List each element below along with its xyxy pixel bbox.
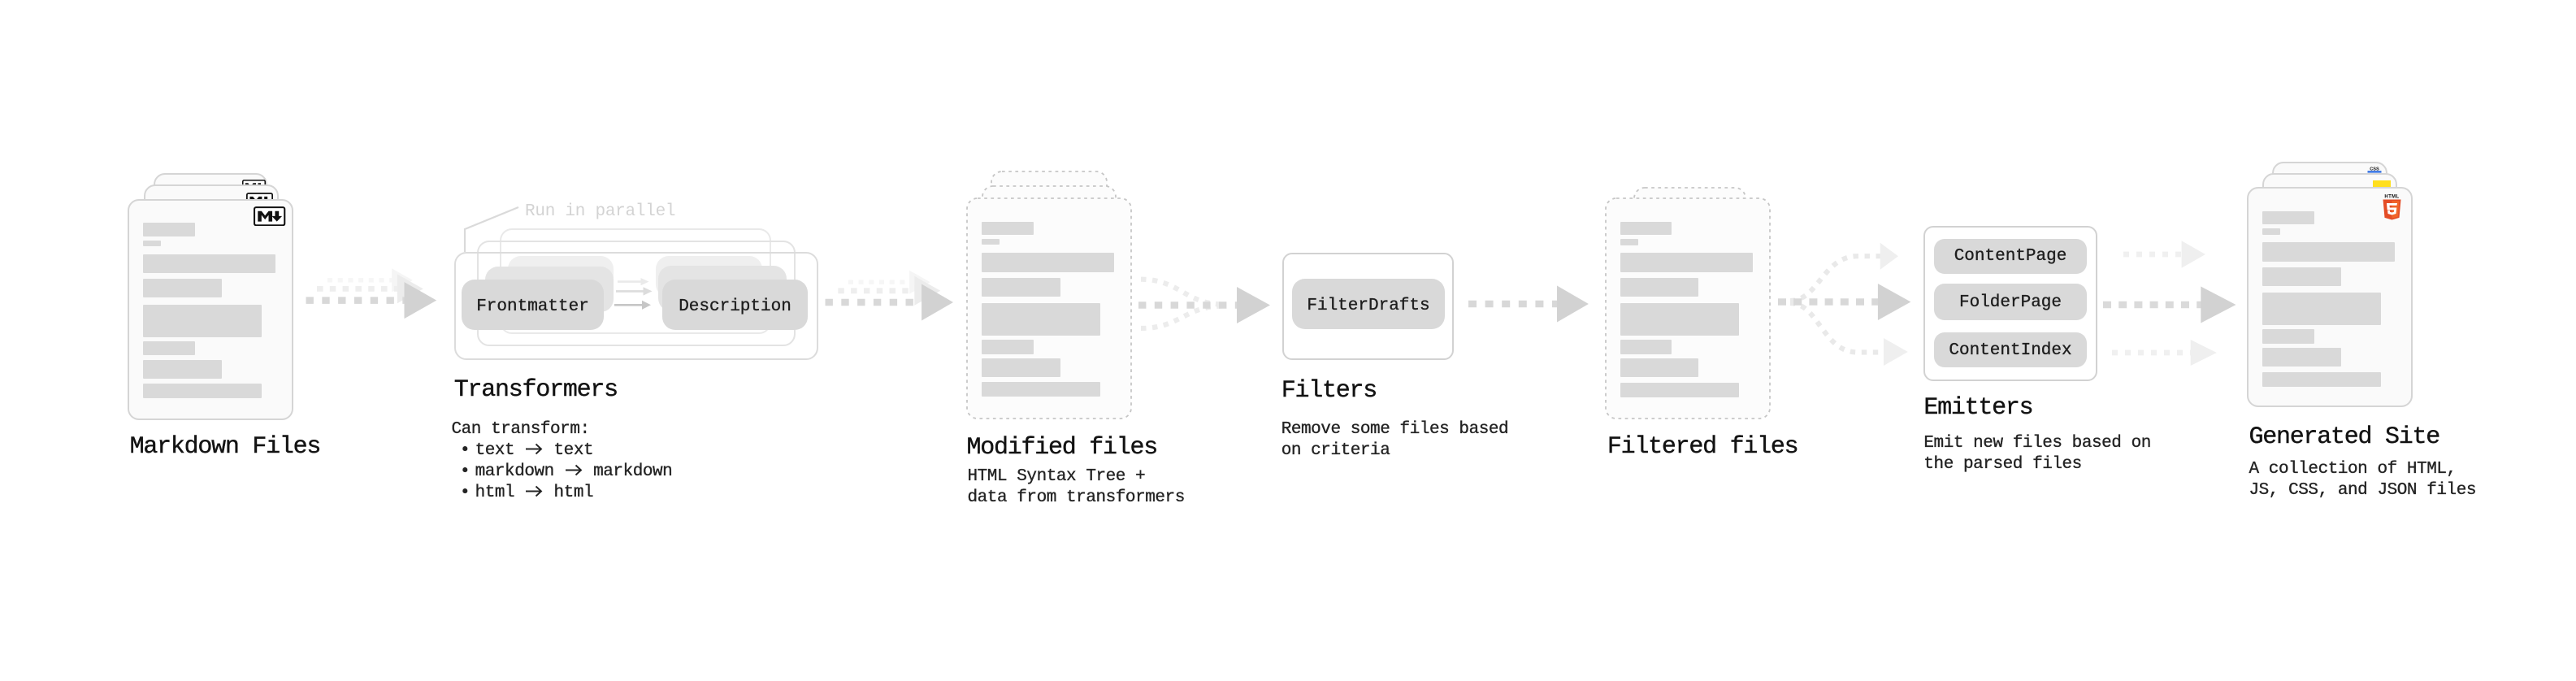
svg-text:HTML: HTML — [2384, 195, 2399, 200]
svg-text:CSS: CSS — [2370, 167, 2379, 172]
